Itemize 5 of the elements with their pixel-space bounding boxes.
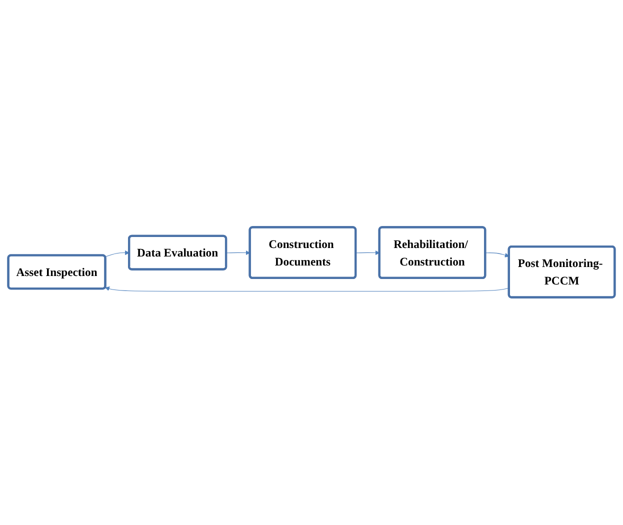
arrow xyxy=(104,250,130,258)
arrow xyxy=(356,250,380,256)
arrow xyxy=(226,250,250,256)
arrow xyxy=(104,286,510,292)
arrow xyxy=(485,252,510,258)
